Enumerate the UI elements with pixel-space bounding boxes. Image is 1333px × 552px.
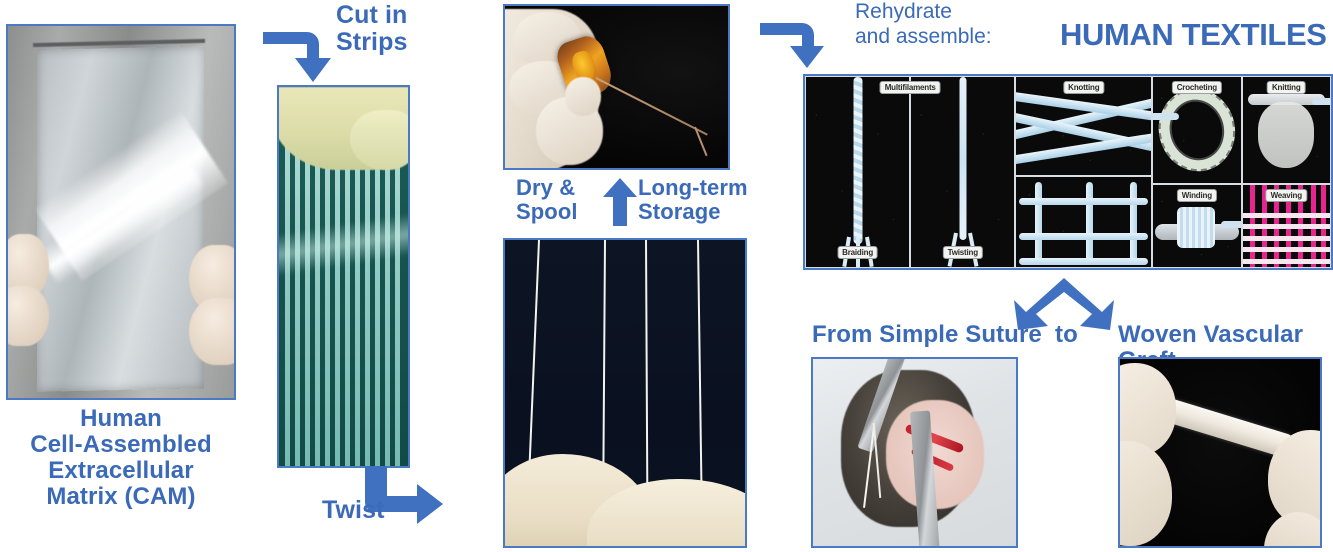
caption-rehydrate-line-2: and assemble: (855, 24, 992, 48)
textile-cell-braiding: Braiding (805, 76, 911, 268)
textile-cell-winding: Winding (1152, 183, 1242, 268)
cam-sheet-shape (33, 46, 229, 393)
knitting-needle (1247, 93, 1325, 105)
caption-cam-line-4: Matrix (CAM) (46, 482, 196, 510)
arrow-rehydrate (760, 18, 826, 70)
textile-cell-twisting: Twisting (910, 76, 1016, 268)
caption-cam-line-3: Extracellular (48, 456, 194, 484)
textile-cell-knotting: Knotting (1015, 76, 1153, 176)
photo-vascular-graft (1118, 357, 1322, 548)
label-winding: Winding (1176, 188, 1217, 202)
arrow-twist (355, 466, 445, 528)
gloved-finger (565, 77, 601, 117)
caption-dry-spool-line-2: Spool (516, 198, 578, 224)
wound-thread (1176, 206, 1216, 249)
knitted-fabric (1258, 102, 1315, 168)
caption-rehydrate-line-1: Rehydrate (855, 0, 952, 23)
gloved-finger (1120, 362, 1176, 457)
label-crocheting: Crocheting (1171, 81, 1222, 94)
caption-from-simple-suture: From Simple Suture (812, 321, 1042, 348)
gloved-finger (188, 297, 234, 365)
photo-cut-strips (277, 85, 410, 468)
textile-cell-crocheting: Crocheting (1152, 76, 1242, 184)
caption-cam-line-2: Cell-Assembled (30, 430, 212, 458)
twisted-thread (959, 77, 967, 241)
label-weaving: Weaving (1265, 188, 1307, 202)
gloved-finger (8, 286, 49, 346)
caption-long-term-storage: Long-term Storage (638, 176, 768, 224)
title-human-textiles: HUMAN TEXTILES (1060, 17, 1327, 52)
label-knitting: Knitting (1266, 81, 1306, 94)
photo-cam-sheet (6, 24, 236, 400)
caption-cam-line-1: Human (80, 405, 162, 432)
label-multifilaments: Multifilaments (879, 81, 941, 94)
caption-cut-line-1: Cut in (336, 1, 408, 29)
arrow-applications-split (1010, 278, 1118, 332)
caption-cut-in-strips: Cut in Strips (336, 2, 456, 56)
caption-dry-spool: Dry & Spool (516, 176, 602, 224)
arrow-cut-in-strips (263, 22, 335, 84)
caption-to: to (1055, 321, 1078, 348)
photo-textile-grid: Braiding Twisting Multifilaments (803, 74, 1333, 270)
gloved-hand (349, 109, 408, 171)
label-twisting: Twisting (942, 246, 983, 259)
photo-twisted-threads (503, 238, 747, 548)
caption-dry-spool-line-1: Dry & (516, 175, 576, 200)
caption-storage-line-1: Long-term (638, 175, 748, 200)
photo-spool-in-hand (503, 4, 730, 170)
photo-simple-suture (811, 357, 1018, 548)
label-braiding: Braiding (837, 246, 879, 259)
caption-storage-line-2: Storage (638, 198, 721, 224)
textile-cell-knitting: Knitting (1241, 76, 1331, 184)
textile-cell-mesh (1015, 175, 1153, 268)
braided-thread (853, 77, 863, 245)
caption-cut-line-2: Strips (336, 28, 408, 56)
textile-cell-weaving: Weaving (1241, 183, 1331, 268)
arrow-long-term-storage (603, 178, 637, 226)
caption-twist: Twist (322, 496, 385, 524)
caption-cam: Human Cell-Assembled Extracellular Matri… (0, 406, 242, 510)
caption-rehydrate: Rehydrate and assemble: (855, 0, 1085, 50)
label-knotting: Knotting (1063, 81, 1105, 94)
